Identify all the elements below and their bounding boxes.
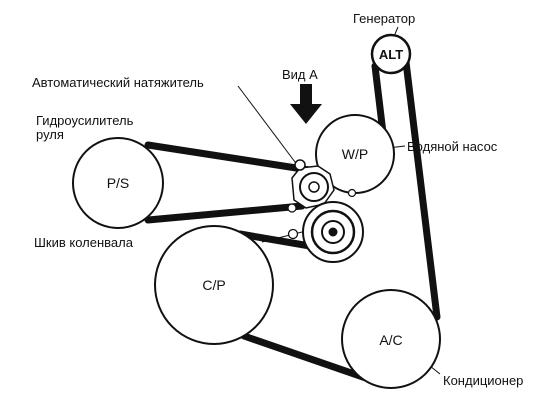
view-a-arrow-icon — [290, 84, 322, 124]
pulley-ac: A/C — [341, 289, 441, 389]
pulley-alt-label: ALT — [379, 47, 403, 62]
crankshaft-side-bolt — [287, 228, 299, 240]
pulley-cp-label: C/P — [202, 277, 225, 293]
belt-alt-right — [402, 58, 441, 321]
belt-cp-crank — [236, 230, 314, 250]
label-crankshaft-pulley: Шкив коленвала — [34, 235, 133, 250]
pulley-ps-circle — [72, 137, 164, 229]
leader-generator — [394, 26, 399, 35]
belt-ps-crank — [144, 202, 306, 224]
pulley-alt: ALT — [370, 33, 412, 75]
crankshaft-pulley-center — [328, 227, 338, 237]
pulley-wp-label: W/P — [342, 146, 368, 162]
pulley-ps-label: P/S — [107, 175, 130, 191]
label-power-steering-line2: руля — [36, 127, 64, 142]
leader-auto-tensioner — [237, 85, 299, 167]
pulley-ac-label: A/C — [379, 332, 402, 348]
crankshaft-pulley — [287, 201, 364, 263]
label-power-steering-line1: Гидроусилитель — [36, 113, 134, 128]
label-generator: Генератор — [353, 11, 416, 26]
label-auto-tensioner: Автоматический натяжитель — [32, 75, 204, 90]
label-water-pump: Водяной насос — [407, 139, 498, 154]
auto-tensioner — [287, 159, 357, 213]
pulley-ps: P/S — [72, 137, 164, 229]
label-view-a: Вид А — [282, 67, 318, 82]
tensioner-pivot-bolt — [294, 159, 306, 171]
tensioner-pulley-hub — [308, 181, 320, 193]
pulley-ac-circle — [341, 289, 441, 389]
label-air-conditioner: Кондиционер — [443, 373, 524, 388]
belt-ps-wp — [144, 141, 326, 176]
tensioner-mount-bolt — [287, 203, 297, 213]
pulley-cp: C/P — [154, 225, 274, 345]
pulley-alt-circle — [370, 33, 412, 75]
pulley-cp-circle — [154, 225, 274, 345]
tensioner-small-bolt — [347, 188, 357, 198]
